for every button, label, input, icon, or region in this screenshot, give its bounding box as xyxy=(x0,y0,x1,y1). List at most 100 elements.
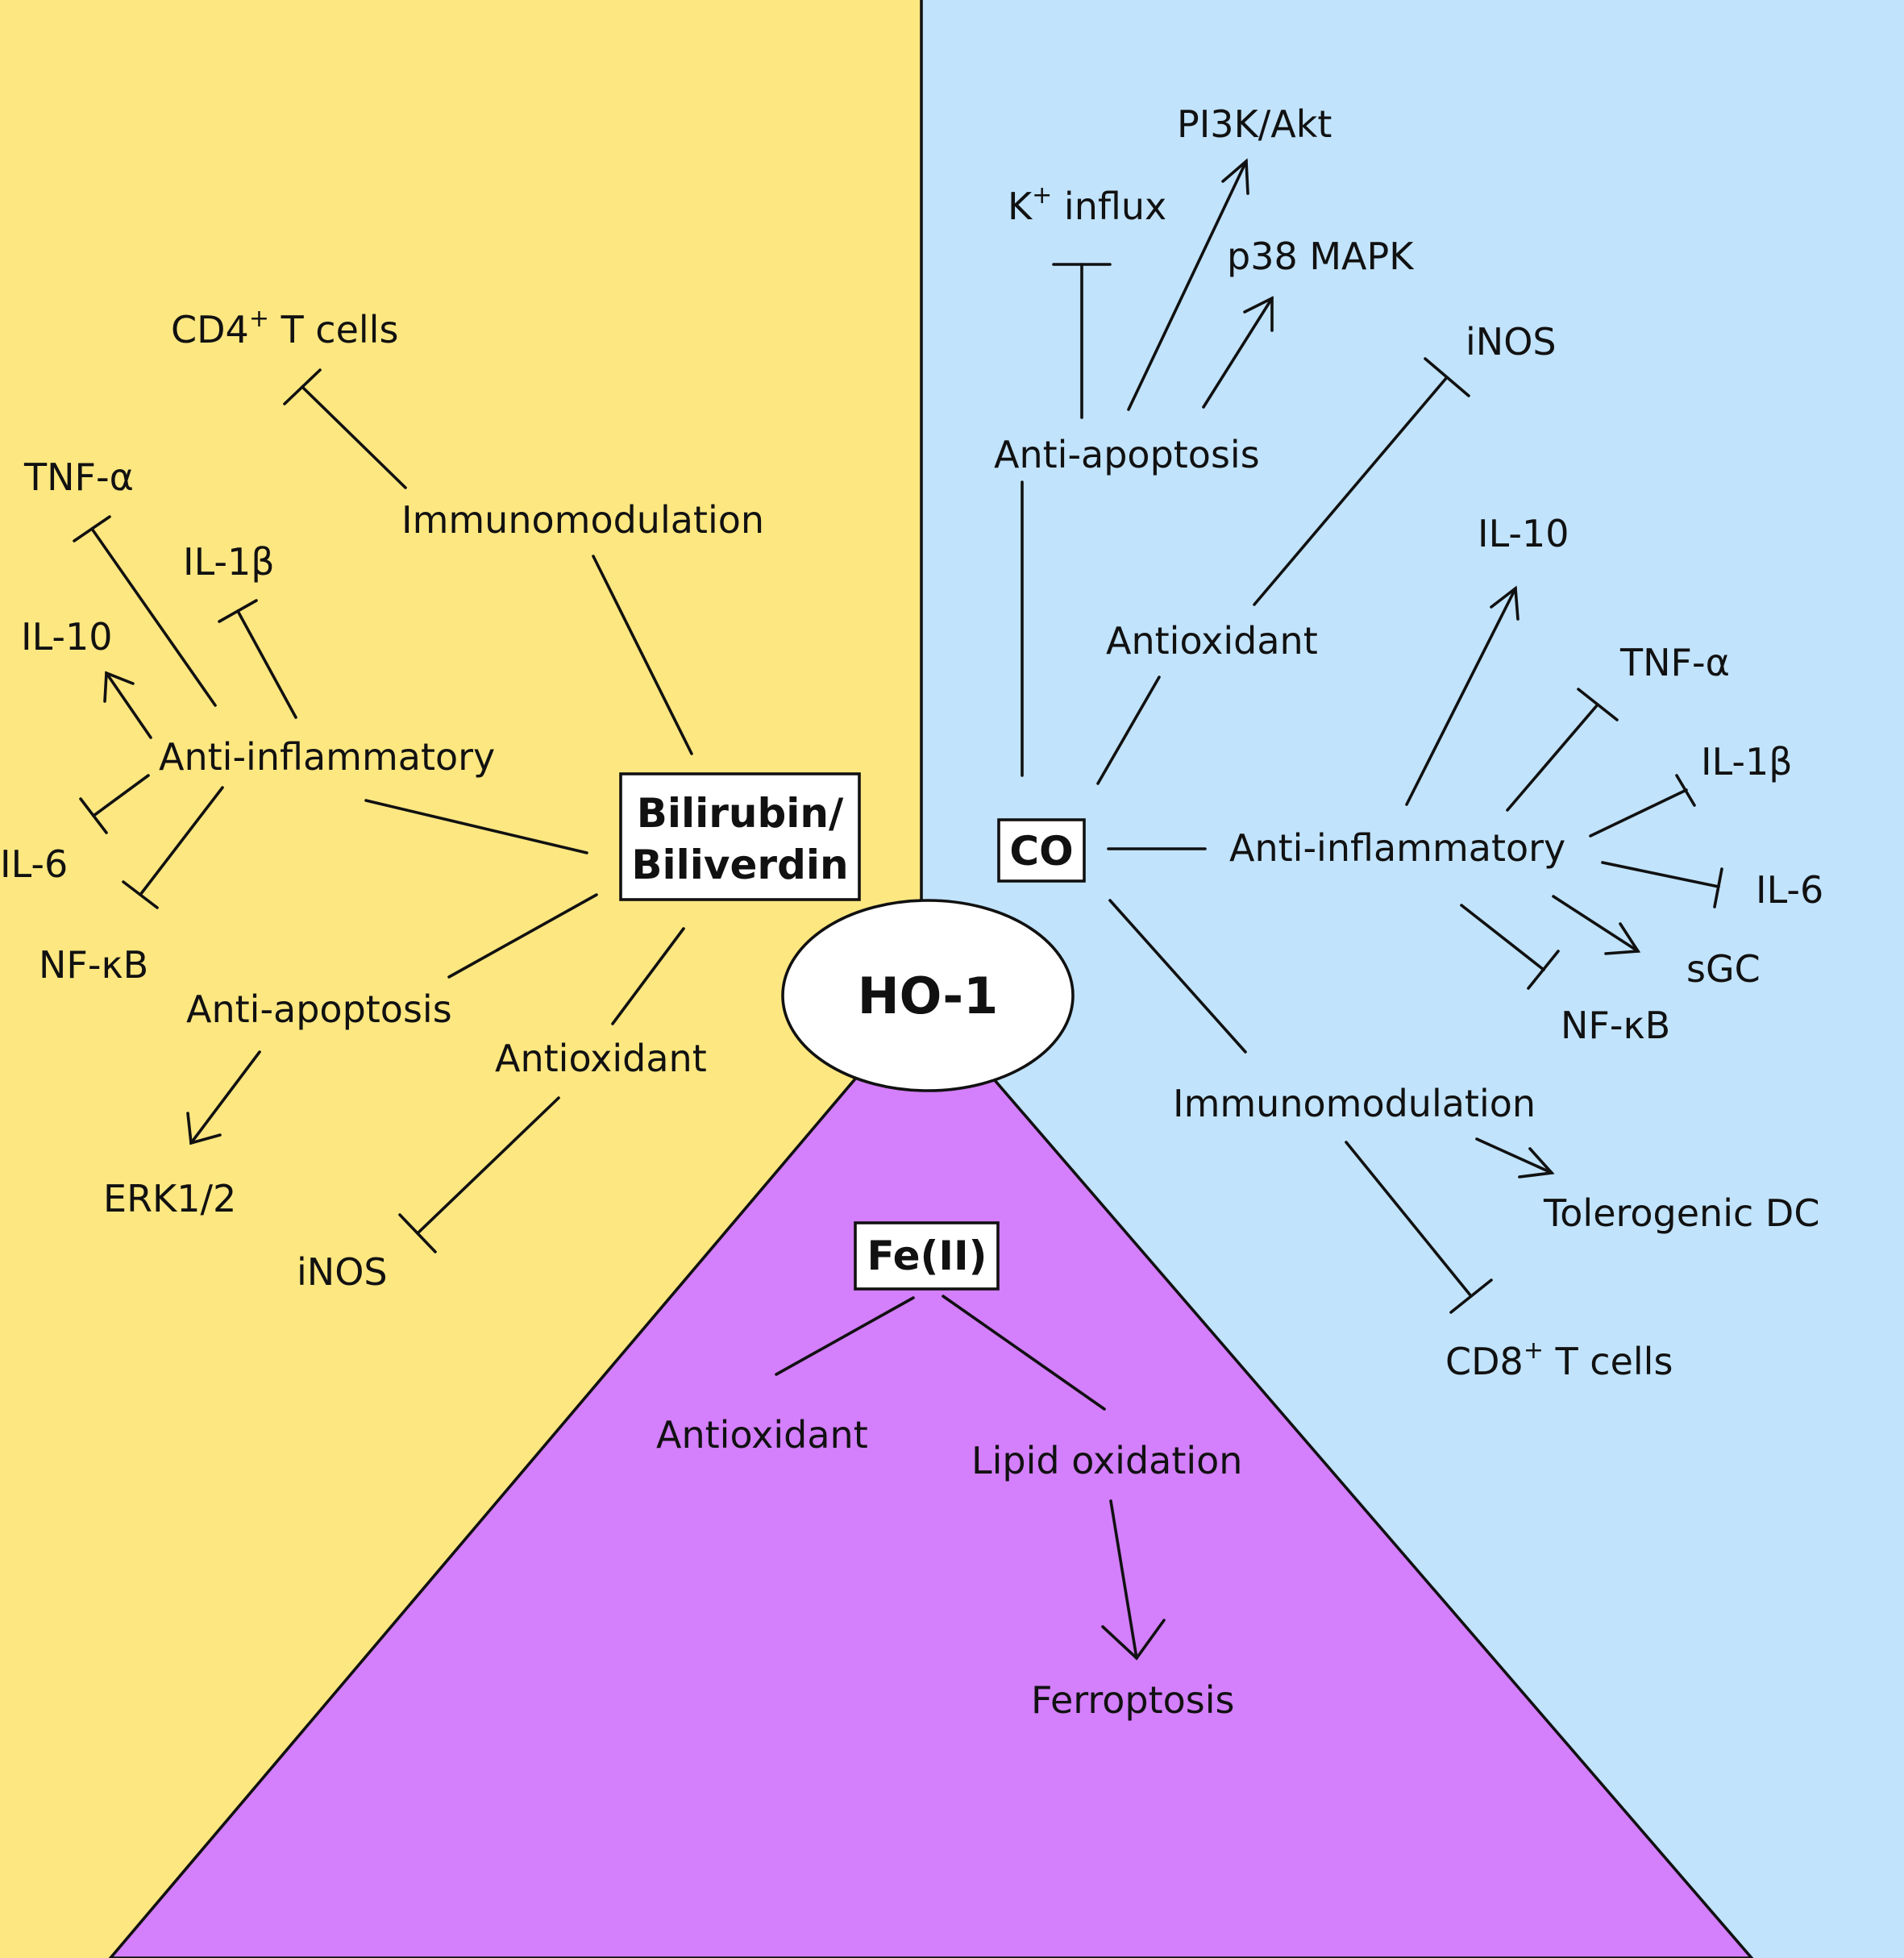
label-biliverdin: Biliverdin xyxy=(631,842,848,888)
label-co-anti-inflammatory: Anti-inflammatory xyxy=(1229,826,1565,870)
label-co-p38-mapk: p38 MAPK xyxy=(1227,235,1415,278)
ho1-node: HO-1 xyxy=(781,899,1075,1092)
inhibit-bar-il6 xyxy=(79,797,108,834)
label-bili-tnf-alpha: TNF-α xyxy=(23,455,134,499)
edge-co-ai-to-nfkb xyxy=(1460,904,1545,971)
edge-lipid-to-ferroptosis xyxy=(1109,1499,1138,1660)
edge-apoptosis-to-erk xyxy=(189,1050,261,1145)
label-bili-anti-apoptosis: Anti-apoptosis xyxy=(186,987,452,1031)
label-co-k-influx: K+ influx xyxy=(1008,181,1166,228)
label-bili-antioxidant: Antioxidant xyxy=(495,1037,707,1080)
label-bili-anti-inflammatory: Anti-inflammatory xyxy=(159,735,495,779)
label-co-immunomodulation: Immunomodulation xyxy=(1173,1082,1536,1125)
label-co-anti-apoptosis: Anti-apoptosis xyxy=(994,433,1260,476)
arrowhead-ferroptosis xyxy=(1101,1619,1166,1661)
label-ho1: HO-1 xyxy=(858,967,999,1025)
inhibit-bar-tnf xyxy=(73,515,111,543)
inhibit-bar-nfkb xyxy=(122,880,159,909)
edge-immuno-to-cd8 xyxy=(1345,1141,1473,1298)
label-bili-erk12: ERK1/2 xyxy=(103,1177,236,1220)
label-bili-nfkb: NF-κB xyxy=(39,943,148,987)
edge-apoptosis-to-pi3k xyxy=(1127,160,1248,411)
edge-ai-to-nfkb xyxy=(139,786,224,896)
edge-immuno-to-cd4 xyxy=(301,385,407,489)
edge-fe-to-antioxidant xyxy=(775,1296,915,1376)
edge-apoptosis-to-p38 xyxy=(1202,297,1274,409)
label-bili-il1b: IL-1β xyxy=(183,540,275,584)
inhibit-bar-cd4 xyxy=(283,368,322,405)
arrowhead-sgc xyxy=(1604,922,1641,955)
label-co-inos: iNOS xyxy=(1465,320,1557,364)
label-fe-box: Fe(II) xyxy=(867,1233,987,1279)
inhibit-bar-cd8 xyxy=(1449,1278,1493,1314)
inhibit-bar-co-il1b xyxy=(1675,774,1696,807)
edge-bili-to-anti-inflammatory xyxy=(364,799,588,854)
edge-bili-to-immunomodulation xyxy=(592,555,693,755)
label-co-antioxidant: Antioxidant xyxy=(1106,619,1318,663)
fe-node: Fe(II) xyxy=(854,1221,1000,1291)
label-co-cd8-t-cells: CD8+ T cells xyxy=(1445,1337,1673,1383)
label-co-il1b: IL-1β xyxy=(1701,740,1793,784)
edge-co-to-antioxidant xyxy=(1096,676,1161,785)
inhibit-bar-co-nfkb xyxy=(1527,950,1560,990)
label-co-box: CO xyxy=(1009,828,1073,875)
edge-antiox-to-inos xyxy=(416,1096,560,1235)
label-fe-lipid-oxidation: Lipid oxidation xyxy=(971,1439,1242,1482)
edge-bili-to-anti-apoptosis xyxy=(447,893,598,979)
edge-co-ai-to-il1b xyxy=(1589,788,1688,838)
iron-region xyxy=(108,996,1754,1958)
label-bilirubin: Bilirubin/ xyxy=(637,790,844,837)
label-bili-inos: iNOS xyxy=(297,1250,388,1294)
co-edges xyxy=(1021,158,1723,1314)
fe-box xyxy=(854,1221,1000,1291)
bilirubin-labels: Immunomodulation CD4+ T cells Anti-infla… xyxy=(0,305,764,1294)
edge-antiox-to-inos-right xyxy=(1253,376,1449,606)
edge-bili-to-antioxidant xyxy=(611,927,685,1025)
edge-co-ai-to-il6 xyxy=(1601,861,1720,888)
label-co-sgc: sGC xyxy=(1686,947,1761,991)
label-fe-antioxidant: Antioxidant xyxy=(656,1413,868,1457)
bilirubin-biliverdin-box xyxy=(619,772,861,901)
co-node: CO xyxy=(997,818,1086,883)
ho1-ellipse xyxy=(781,899,1075,1092)
edge-co-ai-to-il10 xyxy=(1405,587,1517,806)
inhibit-bar-co-il6 xyxy=(1713,867,1723,908)
label-co-il6: IL-6 xyxy=(1756,868,1823,912)
label-bili-immunomodulation: Immunomodulation xyxy=(401,498,764,542)
label-co-nfkb: NF-κB xyxy=(1561,1004,1670,1047)
label-bili-cd4-t-cells: CD4+ T cells xyxy=(171,305,398,351)
arrowhead-il10 xyxy=(103,671,135,703)
bilirubin-edges xyxy=(73,368,693,1253)
label-co-tnf-alpha: TNF-α xyxy=(1619,641,1730,684)
arrowhead-co-il10 xyxy=(1490,585,1519,621)
edge-fe-to-lipid-oxidation xyxy=(942,1295,1106,1411)
co-labels: Anti-apoptosis K+ influx PI3K/Akt p38 MA… xyxy=(994,102,1823,1383)
edge-ai-to-il1b xyxy=(236,609,297,719)
co-box xyxy=(997,818,1086,883)
arrowhead-erk xyxy=(186,1112,222,1145)
arrowhead-tolerogenic xyxy=(1518,1147,1555,1179)
label-co-pi3k-akt: PI3K/Akt xyxy=(1177,102,1332,146)
iron-edges xyxy=(775,1295,1166,1661)
edge-ai-to-il6 xyxy=(92,774,150,817)
edge-ai-to-tnf xyxy=(90,527,217,707)
edge-ai-to-il10 xyxy=(105,671,152,739)
label-bili-il6: IL-6 xyxy=(0,842,68,886)
inhibit-bar-co-tnf xyxy=(1577,688,1619,721)
label-fe-ferroptosis: Ferroptosis xyxy=(1031,1678,1234,1722)
inhibit-bar-inos-left xyxy=(398,1213,437,1253)
edge-co-to-immunomodulation xyxy=(1108,899,1247,1054)
inhibit-bar-inos-right xyxy=(1424,357,1470,397)
inhibit-bar-il1b xyxy=(218,599,258,623)
bilirubin-biliverdin-node: Bilirubin/ Biliverdin xyxy=(619,772,861,901)
arrowhead-p38 xyxy=(1243,296,1274,332)
label-bili-il10: IL-10 xyxy=(21,615,113,659)
edge-co-ai-to-tnf xyxy=(1506,703,1599,812)
label-co-il10: IL-10 xyxy=(1478,512,1569,555)
edge-co-ai-to-sgc xyxy=(1552,895,1640,953)
edge-immuno-to-tolerogenic xyxy=(1475,1137,1553,1174)
iron-labels: Antioxidant Lipid oxidation Ferroptosis xyxy=(656,1413,1242,1722)
arrowhead-pi3k xyxy=(1221,158,1249,195)
label-co-tolerogenic-dc: Tolerogenic DC xyxy=(1543,1191,1819,1235)
